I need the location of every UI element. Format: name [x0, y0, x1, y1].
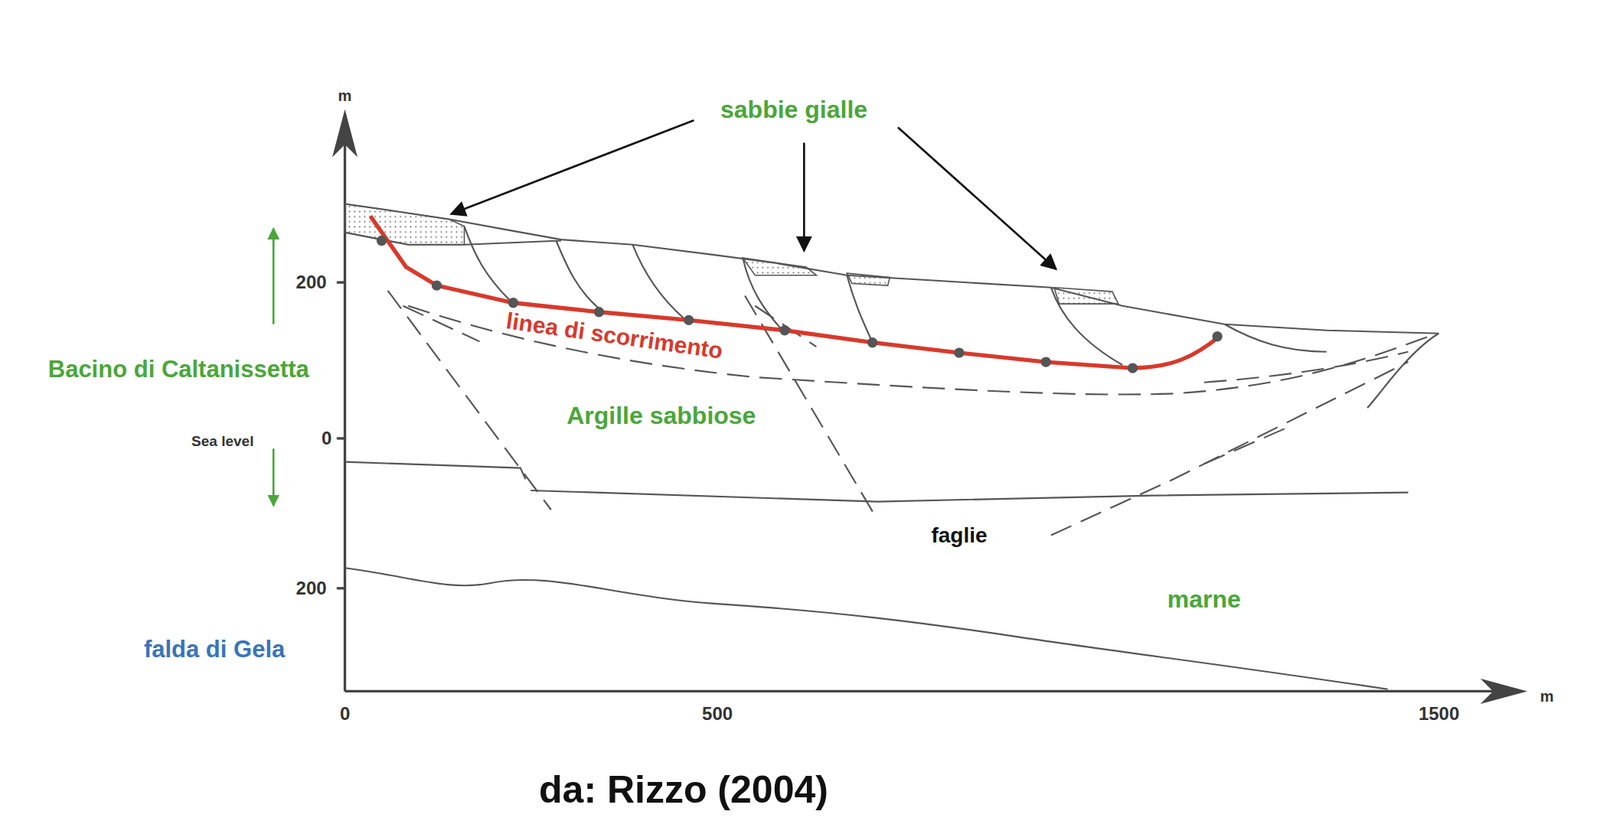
basin-label: Bacino di Caltanissetta — [45, 355, 312, 385]
leader-arrows — [450, 120, 1056, 270]
sand-lenses — [345, 204, 1119, 305]
axes — [334, 114, 1523, 703]
axis-unit: m — [1537, 687, 1557, 707]
source-caption: da: Rizzo (2004) — [536, 767, 831, 814]
axis-tick: 0 — [337, 702, 353, 726]
sea-level-label: Sea level — [189, 432, 256, 451]
slip-surface — [370, 215, 1223, 373]
axis-tick: 200 — [293, 577, 330, 601]
geology-lines — [345, 204, 1440, 690]
fault-label: faglie — [928, 522, 990, 549]
axis-tick: 500 — [699, 702, 735, 726]
axis-tick: 200 — [293, 271, 330, 294]
unit-label: sabbie gialle — [718, 94, 870, 125]
unit-label: Argille sabbiose — [564, 401, 758, 432]
axis-unit: m — [336, 86, 355, 106]
unit-label: marne — [1165, 584, 1244, 615]
dashed-lines — [388, 290, 1430, 536]
axis-tick: 0 — [319, 427, 334, 451]
axis-tick: 1500 — [1416, 702, 1462, 726]
aquifer-label: falda di Gela — [141, 635, 288, 665]
